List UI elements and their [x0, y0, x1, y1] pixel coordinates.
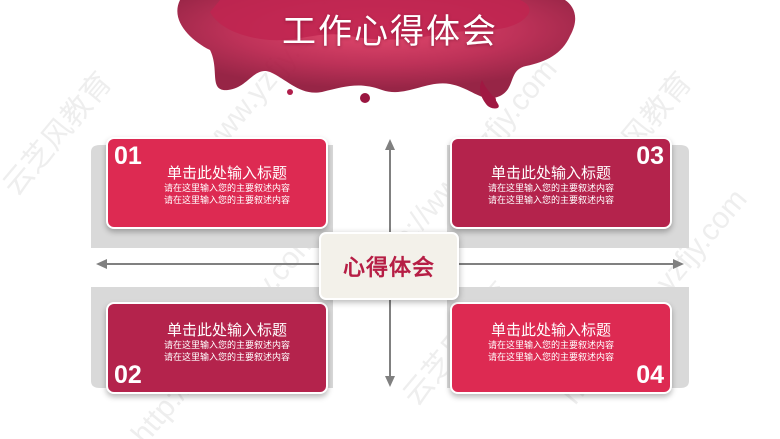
card-number: 01 [114, 142, 142, 170]
card-heading[interactable]: 单击此处输入标题 [490, 321, 611, 339]
card-description-line[interactable]: 请在这里输入您的主要叙述内容 [163, 341, 290, 351]
arrow-left-icon [96, 259, 107, 269]
card-heading[interactable]: 单击此处输入标题 [166, 321, 287, 339]
card-description-line[interactable]: 请在这里输入您的主要叙述内容 [163, 184, 290, 194]
ink-splash-image [177, 0, 576, 109]
center-label-box[interactable]: 心得体会 [319, 232, 459, 300]
card-number: 04 [636, 361, 664, 389]
slide-title: 工作心得体会 [282, 12, 498, 52]
card-01[interactable]: 01 单击此处输入标题 请在这里输入您的主要叙述内容 请在这里输入您的主要叙述内… [106, 137, 328, 229]
arrow-right-icon [673, 259, 684, 269]
card-description-line[interactable]: 请在这里输入您的主要叙述内容 [487, 184, 614, 194]
card-04[interactable]: 04 单击此处输入标题 请在这里输入您的主要叙述内容 请在这里输入您的主要叙述内… [450, 302, 672, 394]
card-heading[interactable]: 单击此处输入标题 [166, 164, 287, 182]
card-description-line[interactable]: 请在这里输入您的主要叙述内容 [487, 353, 614, 363]
arrow-up-icon [385, 139, 395, 150]
arrow-down-icon [385, 376, 395, 387]
card-description-line[interactable]: 请在这里输入您的主要叙述内容 [487, 196, 614, 206]
card-number: 03 [636, 142, 664, 170]
card-description-line[interactable]: 请在这里输入您的主要叙述内容 [163, 196, 290, 206]
card-number: 02 [114, 361, 142, 389]
card-description-line[interactable]: 请在这里输入您的主要叙述内容 [487, 341, 614, 351]
card-description-line[interactable]: 请在这里输入您的主要叙述内容 [163, 353, 290, 363]
card-03[interactable]: 03 单击此处输入标题 请在这里输入您的主要叙述内容 请在这里输入您的主要叙述内… [450, 137, 672, 229]
card-02[interactable]: 02 单击此处输入标题 请在这里输入您的主要叙述内容 请在这里输入您的主要叙述内… [106, 302, 328, 394]
card-heading[interactable]: 单击此处输入标题 [490, 164, 611, 182]
card-body: 单击此处输入标题 请在这里输入您的主要叙述内容 请在这里输入您的主要叙述内容 [452, 164, 670, 207]
card-body: 单击此处输入标题 请在这里输入您的主要叙述内容 请在这里输入您的主要叙述内容 [108, 164, 326, 207]
card-body: 单击此处输入标题 请在这里输入您的主要叙述内容 请在这里输入您的主要叙述内容 [452, 321, 670, 364]
card-body: 单击此处输入标题 请在这里输入您的主要叙述内容 请在这里输入您的主要叙述内容 [108, 321, 326, 364]
